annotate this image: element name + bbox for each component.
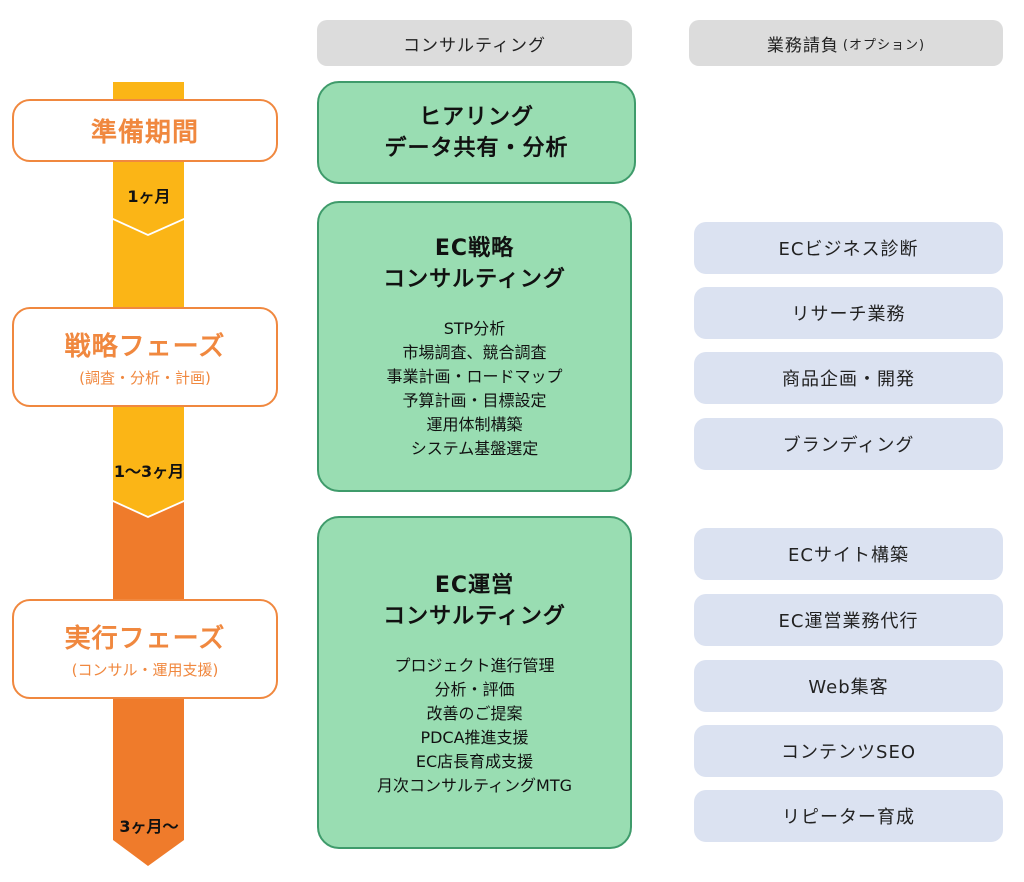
- phase-strategy: 戦略フェーズ (調査・分析・計画): [12, 307, 278, 407]
- header-option-note: (オプション): [842, 37, 926, 53]
- consulting-item: 改善のご提案: [426, 704, 523, 723]
- option-research: リサーチ業務: [694, 287, 1003, 339]
- phase-preparation: 準備期間: [12, 99, 278, 162]
- option-branding: ブランディング: [694, 418, 1003, 470]
- consulting-item: 分析・評価: [434, 680, 515, 699]
- phase-execution: 実行フェーズ (コンサル・運用支援): [12, 599, 278, 699]
- consulting-title-line: EC運営: [434, 573, 515, 598]
- phase-title: 戦略フェーズ: [64, 332, 226, 362]
- consulting-item: PDCA推進支援: [420, 728, 529, 747]
- consulting-item: 月次コンサルティングMTG: [376, 776, 573, 795]
- option-ec-business-diagnosis: ECビジネス診断: [694, 222, 1003, 274]
- consulting-item: EC店長育成支援: [415, 752, 534, 771]
- header-consulting: コンサルティング: [317, 20, 632, 66]
- option-repeater-growth: リピーター育成: [694, 790, 1003, 842]
- phase-subtitle: (調査・分析・計画): [79, 369, 211, 387]
- consulting-box-strategy: EC戦略 コンサルティング STP分析 市場調査、競合調査 事業計画・ロードマッ…: [317, 201, 632, 492]
- consulting-box-hearing: ヒアリング データ共有・分析: [317, 81, 636, 184]
- consulting-item-list: STP分析 市場調査、競合調査 事業計画・ロードマップ 予算計画・目標設定 運用…: [386, 317, 562, 461]
- consulting-title-line: コンサルティング: [383, 604, 566, 629]
- phase-title: 実行フェーズ: [64, 624, 226, 654]
- option-ec-site-build: ECサイト構築: [694, 528, 1003, 580]
- option-ec-operation-outsourcing: EC運営業務代行: [694, 594, 1003, 646]
- consulting-title-line: ヒアリング: [418, 104, 534, 130]
- consulting-title-line: EC戦略: [434, 236, 515, 261]
- phase-title: 準備期間: [90, 118, 199, 148]
- option-web-marketing: Web集客: [694, 660, 1003, 712]
- option-content-seo: コンテンツSEO: [694, 725, 1003, 777]
- consulting-item: 市場調査、競合調査: [402, 343, 547, 362]
- option-product-planning: 商品企画・開発: [694, 352, 1003, 404]
- consulting-item: 予算計画・目標設定: [402, 391, 547, 410]
- consulting-item-list: プロジェクト進行管理 分析・評価 改善のご提案 PDCA推進支援 EC店長育成支…: [377, 654, 572, 798]
- consulting-title-line: コンサルティング: [383, 267, 566, 292]
- duration-execution: 3ヶ月〜: [119, 817, 179, 836]
- phase-subtitle: (コンサル・運用支援): [71, 661, 219, 679]
- header-contract-option: 業務請負 (オプション): [689, 20, 1003, 66]
- consulting-box-operation: EC運営 コンサルティング プロジェクト進行管理 分析・評価 改善のご提案 PD…: [317, 516, 632, 849]
- consulting-title-line: データ共有・分析: [384, 135, 569, 161]
- consulting-item: STP分析: [443, 319, 506, 338]
- consulting-item: 事業計画・ロードマップ: [386, 367, 563, 386]
- duration-strategy: 1〜3ヶ月: [113, 462, 185, 481]
- consulting-item: プロジェクト進行管理: [394, 656, 555, 675]
- consulting-item: 運用体制構築: [426, 415, 523, 434]
- duration-preparation: 1ヶ月: [127, 187, 171, 206]
- consulting-item: システム基盤選定: [410, 439, 539, 458]
